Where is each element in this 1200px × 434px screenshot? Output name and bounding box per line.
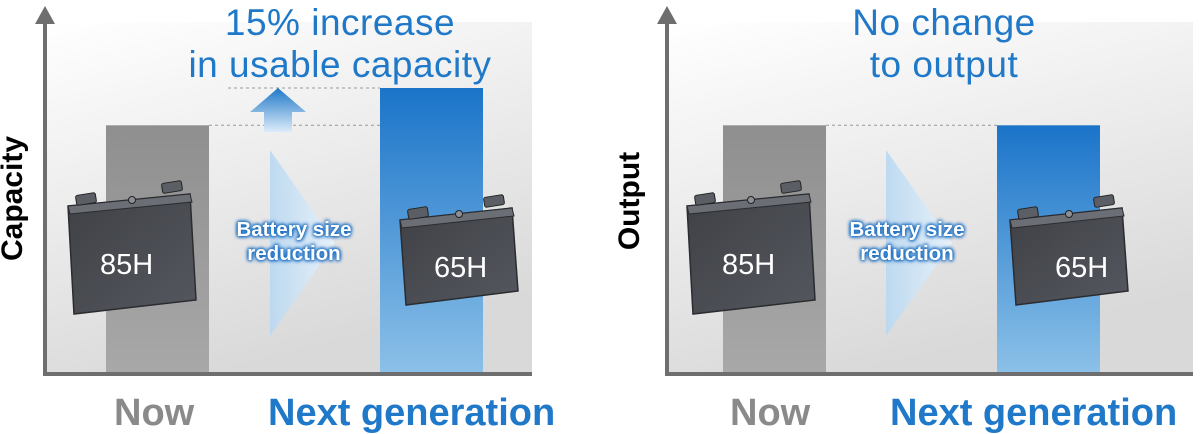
battery-label-now: 85H [722,249,776,281]
increase-arrow-icon [250,88,306,132]
size-reduction-chevron-icon [886,150,952,336]
battery-label-next: 65H [1055,252,1109,284]
annotation-battery-size-reduction: Battery size reduction [210,218,378,266]
capacity-chart-plot [35,6,532,376]
x-tick-label-now: Now [730,392,811,434]
battery-cell-85h-icon [67,180,197,315]
battery-label-now: 85H [100,249,154,281]
annotation-battery-size-reduction: Battery size reduction [823,218,991,266]
size-reduction-chevron-icon [270,150,335,336]
x-tick-label-next-generation: Next generation [890,392,1178,434]
output-chart-plot [657,6,1193,376]
battery-label-next: 65H [434,252,488,284]
annotation-line-1: Battery size [236,218,352,241]
annotation-line-1: Battery size [849,218,965,241]
chart-title-line-2: in usable capacity [188,44,492,85]
y-axis-label: Output [613,151,646,251]
y-axis-arrow-icon [657,6,677,24]
chart-title-line-1: No change [852,2,1036,43]
x-tick-label-next-generation: Next generation [268,392,556,434]
y-axis-label: Capacity [0,135,29,261]
chart-title: No change to output [664,2,1200,86]
annotation-line-2: reduction [247,242,341,265]
battery-cell-65h-icon [1009,194,1129,306]
battery-cell-65h-icon [399,194,519,306]
annotation-line-2: reduction [860,242,954,265]
y-axis-arrow-icon [35,6,55,24]
x-tick-label-now: Now [114,392,195,434]
capacity-chart: 15% increase in usable capacity Capacity… [0,2,556,434]
chart-title-line-1: 15% increase [224,2,456,43]
output-chart: No change to output Output Battery size … [600,0,1200,434]
battery-cell-85h-icon [686,180,816,315]
chart-title: 15% increase in usable capacity [60,2,620,86]
chart-title-line-2: to output [869,44,1019,85]
